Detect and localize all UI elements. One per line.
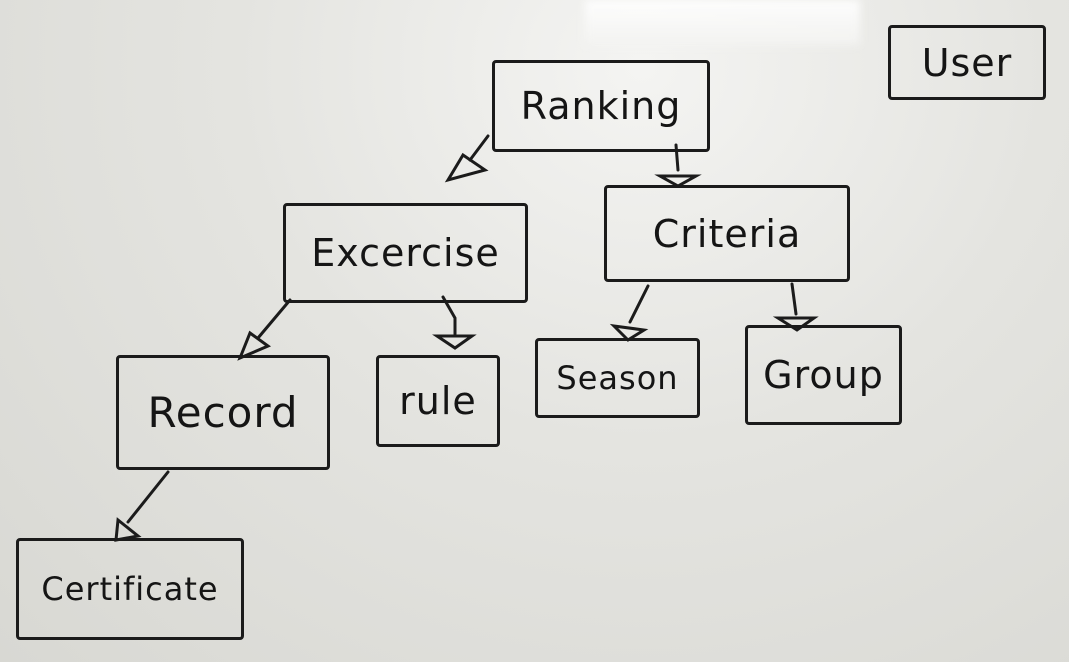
node-label: rule — [399, 379, 477, 423]
node-user: User — [888, 25, 1046, 100]
node-label: User — [921, 40, 1013, 85]
node-exercise: Excercise — [283, 203, 528, 303]
node-criteria: Criteria — [604, 185, 850, 282]
node-label: Certificate — [41, 570, 219, 608]
node-certificate: Certificate — [16, 538, 244, 640]
node-label: Criteria — [652, 211, 802, 256]
node-group: Group — [745, 325, 902, 425]
edge-criteria-season — [609, 284, 650, 342]
light-glare — [585, 0, 860, 45]
node-label: Season — [556, 359, 679, 397]
edge-criteria-group — [772, 282, 819, 332]
edge-exercise-record — [237, 298, 292, 361]
node-season: Season — [535, 338, 700, 418]
node-label: Excercise — [311, 231, 500, 275]
edge-ranking-exercise — [444, 134, 490, 183]
node-ranking: Ranking — [492, 60, 710, 152]
node-label: Ranking — [520, 84, 682, 128]
edge-record-certificate — [114, 470, 170, 542]
node-label: Group — [763, 353, 884, 397]
edge-exercise-rule — [432, 295, 477, 350]
node-record: Record — [116, 355, 330, 470]
node-rule: rule — [376, 355, 500, 447]
node-label: Record — [147, 388, 299, 437]
